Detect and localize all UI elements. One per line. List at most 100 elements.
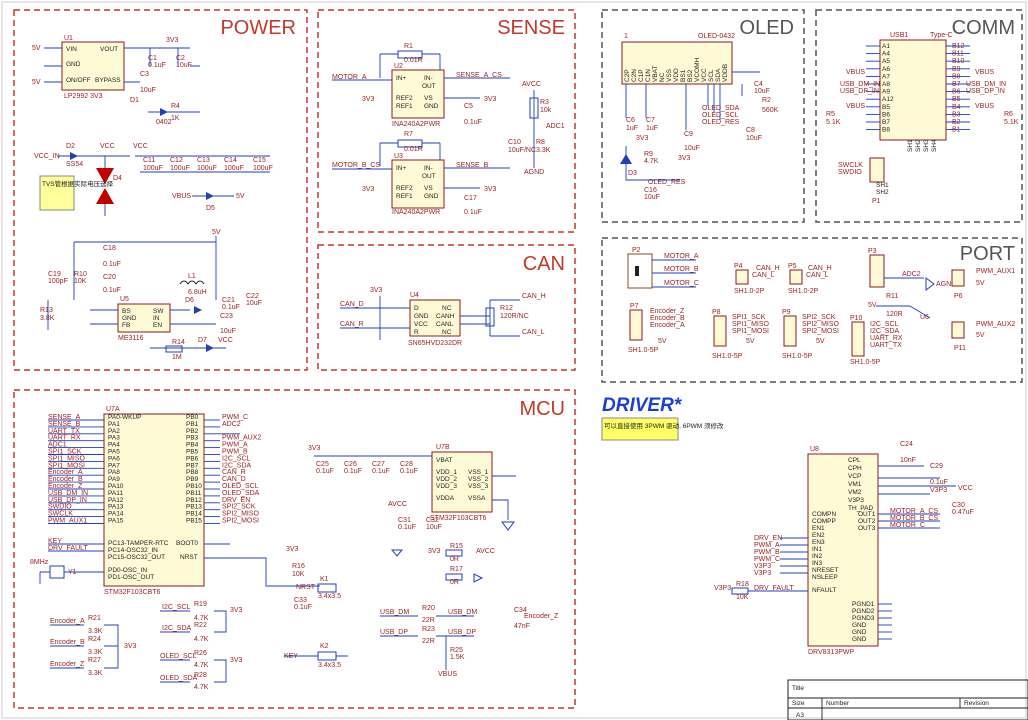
r13-val: 3.8K — [40, 315, 55, 322]
oled-ref: OLED-0432 — [698, 33, 735, 40]
r3-thermistor — [529, 97, 539, 119]
p4-ref: P4 — [734, 263, 743, 270]
r10-val: 10K — [74, 278, 87, 285]
c1-ref: C1 — [148, 55, 157, 62]
oled-pin-vdd: VDD — [673, 68, 680, 82]
u4-pin-r: R — [414, 329, 419, 336]
pin-pa0-wkup: PA0-WKUP — [108, 414, 141, 421]
c18-ref: C18 — [103, 245, 116, 252]
net-oled-res: OLED_RES — [702, 119, 740, 126]
net-usb-dp-mcu: USB_DP — [380, 629, 408, 636]
net-sense-b: SENSE_B — [48, 421, 81, 428]
driver-note — [601, 417, 679, 441]
sense-section: R1 0.01R U2 IN+ IN- OUT REF2 VS REF1 GND… — [332, 43, 565, 216]
r2-val: 560K — [762, 107, 779, 114]
p5-ref: P5 — [788, 263, 797, 270]
c7-val: 1uF — [646, 125, 658, 132]
net-3v3-oled-2: 3V3 — [678, 155, 691, 162]
oled-pin-c1p: C1P — [638, 69, 645, 82]
c10-val: 10uF/NC — [508, 147, 536, 154]
c19-ref: C19 — [48, 271, 61, 278]
oled-pin-vss: VSS — [666, 68, 673, 82]
r3-val: 10k — [540, 107, 552, 114]
net-adc2: ADC2 — [222, 421, 241, 428]
r27-val: 3.3K — [88, 670, 103, 677]
r2-ref: R2 — [762, 97, 771, 104]
u1-pin-vout: VOUT — [100, 46, 118, 53]
oled-pin-c1n: C1N — [645, 69, 652, 82]
pin-pa11: PA11 — [108, 490, 123, 497]
c25-ref: C25 — [316, 461, 329, 468]
u8-pin-vm2: VM2 — [848, 489, 862, 496]
d2-diode — [70, 152, 78, 160]
net-spi1-miso: SPI1_MISO — [48, 455, 86, 462]
net-vbus-mcu: VBUS — [438, 671, 457, 678]
r17-body — [445, 573, 463, 581]
pin-pa12: PA12 — [108, 497, 124, 504]
usb-pin-a9: A9 — [882, 89, 890, 96]
p10-i2c-uart-header — [851, 321, 865, 357]
u8-pin-en1: EN1 — [812, 525, 825, 532]
c33-ref: C33 — [294, 597, 307, 604]
c29-ref: C29 — [930, 463, 943, 470]
net-i2c-scl-pullup: I2C_SCL — [162, 604, 191, 611]
net-can-d: CAN_D — [340, 301, 364, 308]
pin-pb3: PB3 — [186, 435, 199, 442]
u1-pin-onoff: ON/OFF — [66, 77, 91, 84]
pin-pb11: PB11 — [186, 490, 202, 497]
p8-ref: P8 — [712, 309, 721, 316]
u8-pin-vm1: VM1 — [848, 481, 862, 488]
tb-size: Size — [792, 700, 805, 707]
r18-val: 10K — [736, 594, 749, 601]
net-3v3-oled-pullup: 3V3 — [230, 657, 243, 664]
u7a-part: STM32F103CBT6 — [104, 589, 161, 596]
u5-pin-in: IN — [153, 315, 160, 322]
r23-val: 22R — [422, 638, 435, 645]
p10-ref: P10 — [850, 315, 863, 322]
net-p7-5v: 5V — [658, 338, 667, 345]
u3-pin-inp: IN+ — [396, 165, 407, 172]
net-3v3-enc: 3V3 — [124, 643, 137, 650]
r26-ref: R26 — [194, 650, 207, 657]
usb-typec-connector — [879, 39, 947, 141]
r19-val: 4.7K — [194, 615, 209, 622]
c21-ref: C21 — [222, 297, 235, 304]
l1-ref: L1 — [188, 273, 196, 280]
pin-vbat: VBAT — [436, 457, 453, 464]
net-usb-dp-in-2: USB_DP_IN — [966, 88, 1005, 95]
net-can-l: CAN_L — [522, 329, 545, 336]
mcu-section: U7A STM32F103CBT6 PA0-WKUPSENSE_APA1SENS… — [30, 406, 559, 691]
c18-val: 0.1uF — [103, 261, 121, 268]
net-key: KEY — [48, 538, 62, 545]
pin-pb7: PB7 — [186, 462, 199, 469]
tvs-note-text: TVS管根据实际电压选择 — [42, 179, 114, 188]
tb-size-value: A3 — [796, 712, 804, 719]
net-3v3-mcu: 3V3 — [308, 445, 321, 452]
c6-ref: C6 — [626, 117, 635, 124]
usb-pin-r-b4: B4 — [952, 104, 961, 111]
comm-frame — [815, 9, 1023, 223]
pin-pb14: PB14 — [186, 511, 202, 518]
net-key-button: KEY — [284, 653, 298, 660]
c30-ref: C30 — [952, 502, 965, 509]
d4-tvs-top — [96, 168, 114, 184]
r17-ref: R17 — [450, 566, 463, 573]
u8-pin-vcp: VCP — [848, 473, 861, 480]
net-oled-scl: OLED_SCL — [222, 483, 259, 490]
u5-part: ME3116 — [118, 335, 144, 342]
usb-pin-a1: A1 — [882, 43, 890, 50]
r8-val: 3.3K — [536, 147, 551, 154]
pin-pa15: PA15 — [108, 518, 124, 525]
p5-can-header — [789, 269, 803, 285]
usb-pin-r-b12: B12 — [952, 43, 965, 50]
net-usb-dp-in: USB_DP_IN — [840, 88, 879, 95]
pin-pc13: PC13-TAMPER-RTC — [108, 540, 169, 547]
p9-ref: P9 — [782, 309, 791, 316]
net-sense-a: SENSE_A — [48, 414, 81, 421]
r24-val: 3.3K — [88, 649, 103, 656]
net-vcc: VCC — [100, 143, 115, 150]
net-vbus: VBUS — [172, 193, 191, 200]
usb-pin-b6: B6 — [882, 111, 890, 118]
u4-part: SN65HVD232DR — [408, 340, 462, 347]
